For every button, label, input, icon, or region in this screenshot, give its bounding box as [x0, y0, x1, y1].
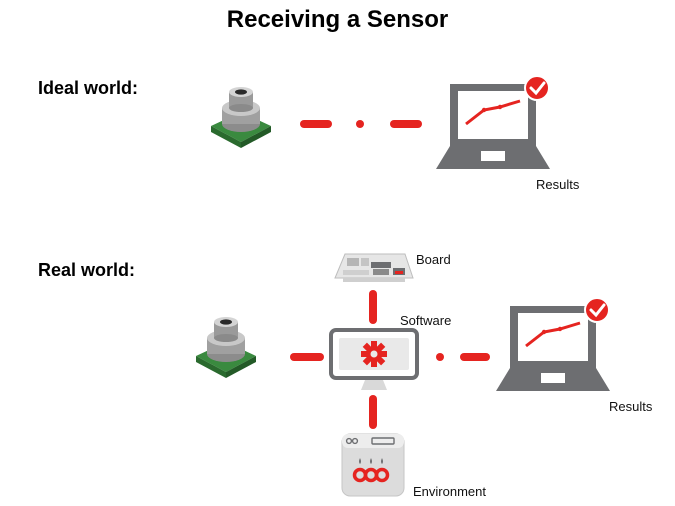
- board-label: Board: [416, 252, 451, 267]
- real-world-label: Real world:: [38, 260, 136, 280]
- sensor-icon: [211, 87, 271, 148]
- laptop-results-icon: [496, 297, 610, 391]
- environment-chamber-icon: [341, 433, 405, 497]
- sensor-icon: [196, 317, 256, 378]
- software-monitor-gear-icon: [329, 328, 419, 390]
- connection-line-ideal: [300, 120, 422, 128]
- connection-line-board: [369, 290, 377, 324]
- software-label: Software: [400, 313, 452, 328]
- connection-line-environment: [369, 395, 377, 429]
- board-icon: [334, 253, 414, 282]
- connection-line-sensor: [290, 353, 324, 361]
- slide-title: Receiving a Sensor: [226, 6, 449, 33]
- laptop-results-icon: [436, 75, 550, 169]
- results-label-ideal: Results: [536, 177, 580, 192]
- environment-label: Environment: [413, 484, 486, 499]
- ideal-world-label: Ideal world:: [38, 78, 139, 98]
- results-label-real: Results: [609, 399, 653, 414]
- connection-line-results: [436, 353, 490, 361]
